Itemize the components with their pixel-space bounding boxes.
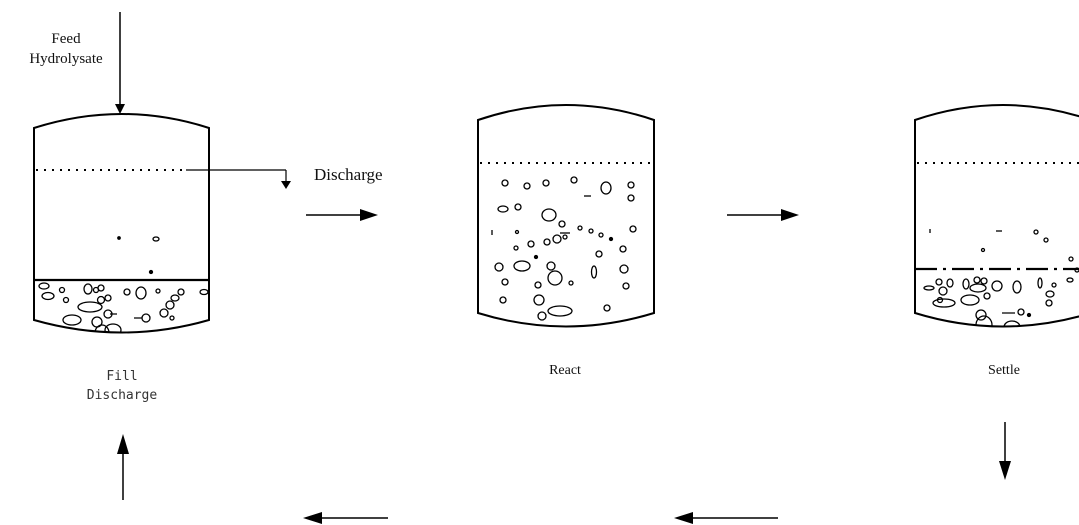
settle-tank (914, 104, 1079, 328)
react-tank-outline (477, 104, 655, 328)
feed-label-line1: Feed (51, 31, 81, 47)
react-stage-label: React (549, 363, 581, 378)
arrow-fill-to-react (306, 209, 378, 221)
fill-tank (33, 12, 291, 334)
discharge-label: Discharge (314, 165, 383, 184)
arrow-bottom-left-left (303, 512, 388, 524)
feed-arrow (115, 12, 125, 114)
fill-tank-discharge-pipe (186, 169, 291, 189)
settle-tank-outline (914, 104, 1079, 328)
arrow-bottom-right-left (674, 512, 778, 524)
fill-tank-sludge-floc (38, 236, 209, 333)
arrow-react-to-settle (727, 209, 799, 221)
react-tank (477, 104, 655, 328)
settle-stage-label: Settle (988, 363, 1020, 378)
react-tank-floc (491, 176, 637, 321)
fill-discharge-stage-label: Discharge (87, 388, 158, 403)
fill-stage-label: Fill (106, 369, 137, 384)
fill-tank-outline (33, 113, 210, 334)
feed-label-line2: Hydrolysate (29, 51, 103, 67)
arrow-settle-down (999, 422, 1011, 480)
arrow-up-to-fill (117, 434, 129, 500)
settle-tank-settled-sludge (923, 229, 1079, 327)
